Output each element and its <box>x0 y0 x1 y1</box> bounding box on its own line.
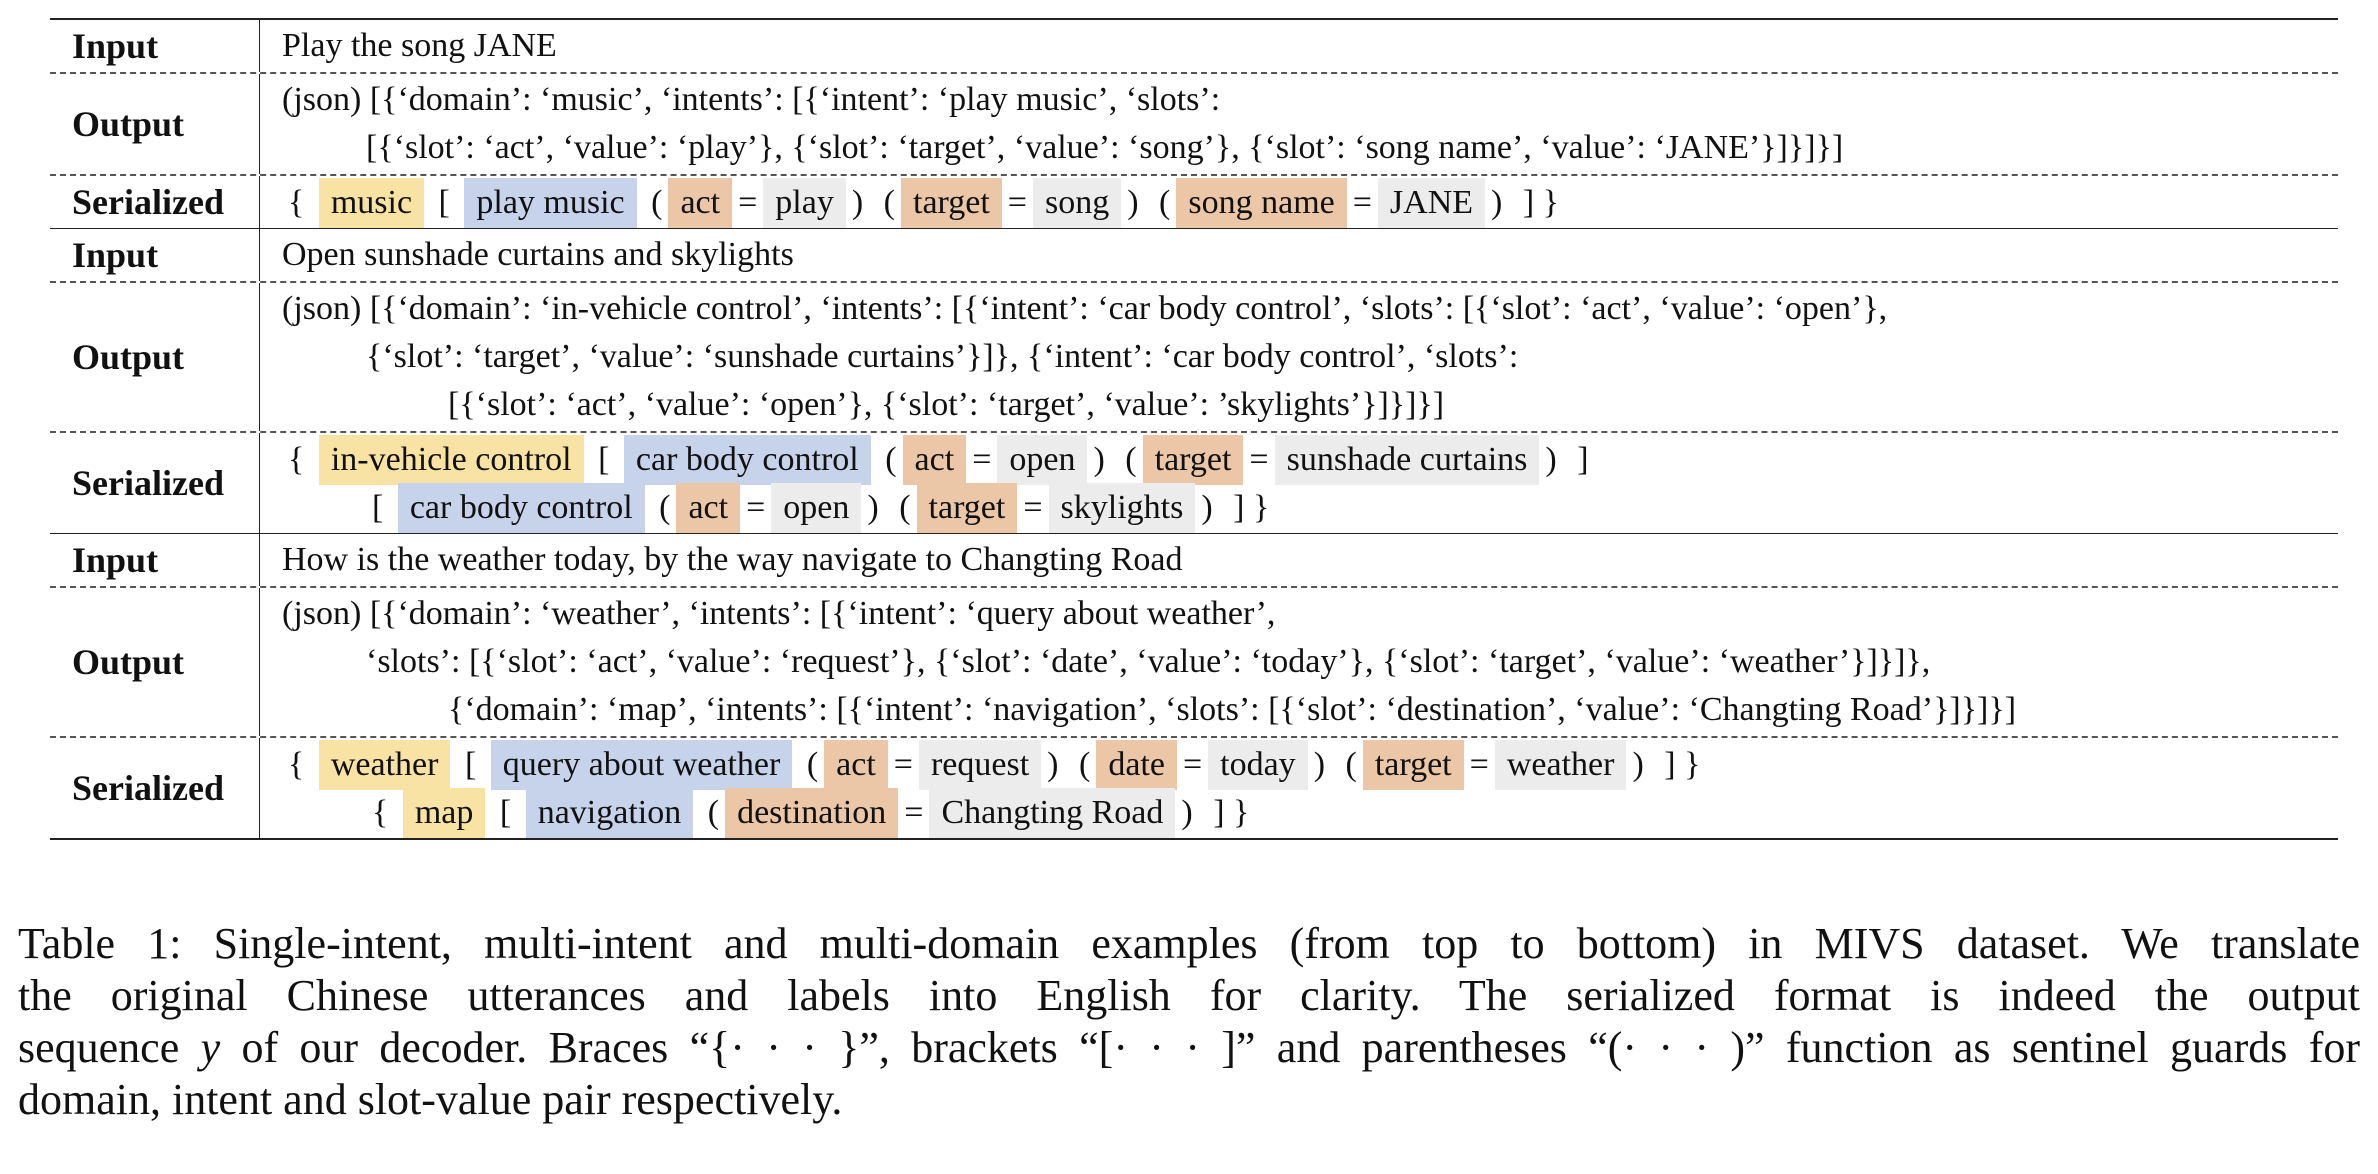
caption-line: the original Chinese utterances and labe… <box>18 971 2360 1020</box>
input-text: Open sunshade curtains and skylights <box>282 236 794 273</box>
example-1-input-row: Input Play the song JANE <box>50 20 2338 72</box>
caption-line: sequence y of our decoder. Braces “{· · … <box>18 1022 2360 1074</box>
slot-token: date <box>1096 740 1177 790</box>
serialized-line: { map [ navigation (destination=Changtin… <box>282 788 2338 838</box>
serialized-line: [ car body control (act=open) (target=sk… <box>282 483 2338 533</box>
intent-token: play music <box>464 178 637 228</box>
serialized-line: { weather [ query about weather (act=req… <box>282 740 2338 790</box>
slot-token: act <box>902 435 967 485</box>
value-token: open <box>997 435 1088 485</box>
example-3-serialized-row: Serialized { weather [ query about weath… <box>50 736 2338 838</box>
value-token: request <box>918 740 1042 790</box>
caption-line: Table 1: Single-intent, multi-intent and… <box>18 919 2360 968</box>
slot-token: act <box>824 740 888 790</box>
examples-table: Input Play the song JANE Output (json) [… <box>50 18 2338 840</box>
value-token: sunshade curtains <box>1274 435 1540 485</box>
example-1-output-row: Output (json) [{‘domain’: ‘music’, ‘inte… <box>50 72 2338 174</box>
slot-token: target <box>1142 435 1244 485</box>
domain-token: weather <box>318 740 451 790</box>
intent-token: car body control <box>397 483 645 533</box>
output-line: {‘slot’: ‘target’, ‘value’: ‘sunshade cu… <box>366 338 1519 375</box>
caption-variable: y <box>200 1023 221 1072</box>
input-label: Input <box>50 534 260 586</box>
example-3-output-row: Output (json) [{‘domain’: ‘weather’, ‘in… <box>50 586 2338 736</box>
output-line: ‘slots’: [{‘slot’: ‘act’, ‘value’: ‘requ… <box>366 643 1931 680</box>
intent-token: navigation <box>525 788 694 838</box>
input-label: Input <box>50 229 260 281</box>
domain-token: music <box>318 178 425 228</box>
output-line: (json) [{‘domain’: ‘weather’, ‘intents’:… <box>282 595 1276 632</box>
value-token: today <box>1208 740 1308 790</box>
output-line: [{‘slot’: ‘act’, ‘value’: ‘play’}, {‘slo… <box>366 129 1844 166</box>
table-caption: Table 1: Single-intent, multi-intent and… <box>18 918 2360 1126</box>
slot-token: act <box>676 483 741 533</box>
serialized-label: Serialized <box>50 738 260 838</box>
output-line: [{‘slot’: ‘act’, ‘value’: ‘open’}, {‘slo… <box>448 386 1445 423</box>
slot-token: destination <box>725 788 899 838</box>
domain-token: in-vehicle control <box>318 435 584 485</box>
value-token: song <box>1032 178 1122 228</box>
example-2-serialized-row: Serialized { in-vehicle control [ car bo… <box>50 431 2338 533</box>
value-token: play <box>763 178 846 228</box>
value-token: skylights <box>1048 483 1196 533</box>
output-line: {‘domain’: ‘map’, ‘intents’: [{‘intent’:… <box>448 691 2017 728</box>
input-text: How is the weather today, by the way nav… <box>282 541 1183 578</box>
serialized-label: Serialized <box>50 433 260 533</box>
domain-token: map <box>402 788 486 838</box>
value-token: open <box>771 483 862 533</box>
output-line: (json) [{‘domain’: ‘in-vehicle control’,… <box>282 290 1888 327</box>
value-token: JANE <box>1377 178 1486 228</box>
input-label: Input <box>50 20 260 72</box>
slot-token: target <box>1362 740 1464 790</box>
caption-text: of our decoder. Braces “{· · · }”, brack… <box>220 1023 2360 1072</box>
slot-token: target <box>916 483 1018 533</box>
output-label: Output <box>50 74 260 174</box>
input-text: Play the song JANE <box>282 27 557 64</box>
output-label: Output <box>50 588 260 736</box>
slot-token: song name <box>1176 178 1347 228</box>
intent-token: car body control <box>623 435 871 485</box>
slot-token: act <box>668 178 733 228</box>
example-2-input-row: Input Open sunshade curtains and skyligh… <box>50 228 2338 281</box>
caption-line: domain, intent and slot-value pair respe… <box>18 1075 843 1124</box>
intent-token: query about weather <box>490 740 793 790</box>
slot-token: target <box>901 178 1002 228</box>
example-1-serialized-row: Serialized { music [ play music (act=pla… <box>50 174 2338 228</box>
output-label: Output <box>50 283 260 431</box>
serialized-line: { music [ play music (act=play) (target=… <box>282 178 2338 228</box>
serialized-line: { in-vehicle control [ car body control … <box>282 435 2338 485</box>
example-2-output-row: Output (json) [{‘domain’: ‘in-vehicle co… <box>50 281 2338 431</box>
value-token: Changting Road <box>929 788 1176 838</box>
serialized-label: Serialized <box>50 176 260 228</box>
value-token: weather <box>1494 740 1627 790</box>
caption-text: sequence <box>18 1023 201 1072</box>
output-line: (json) [{‘domain’: ‘music’, ‘intents’: [… <box>282 81 1221 118</box>
example-3-input-row: Input How is the weather today, by the w… <box>50 533 2338 586</box>
